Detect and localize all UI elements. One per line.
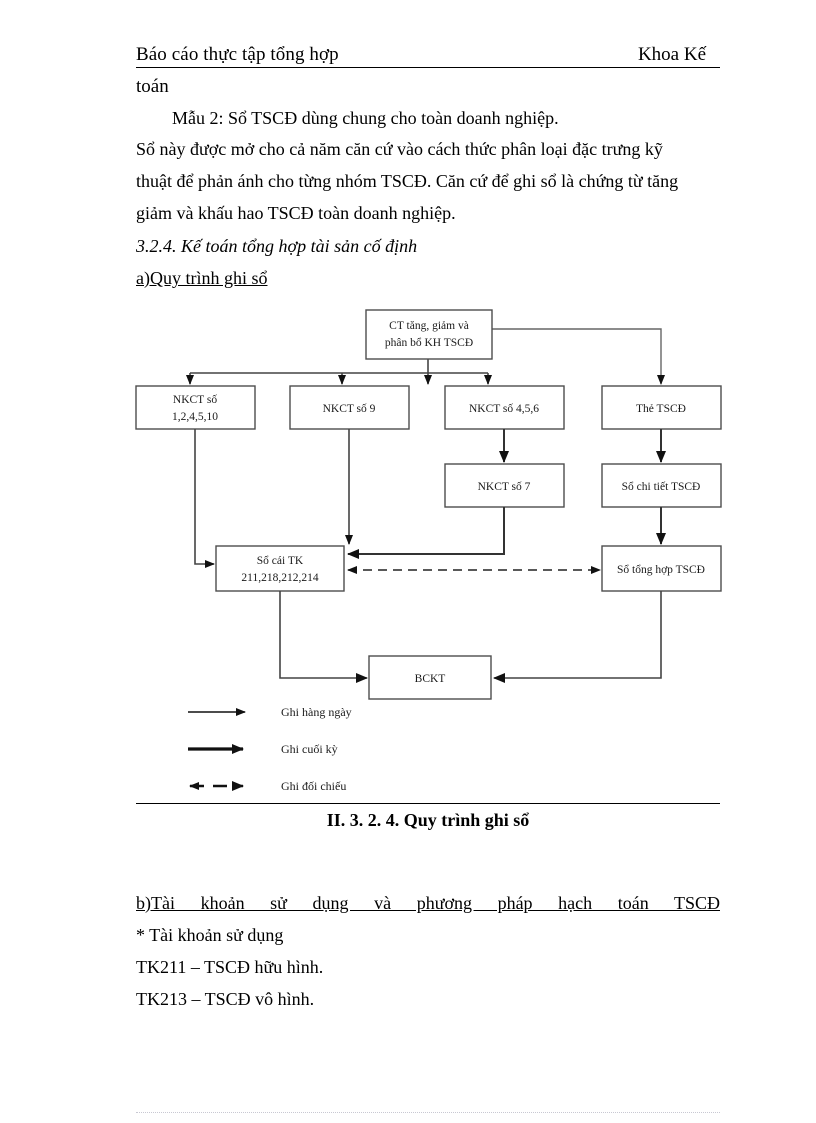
node-so-tong-hop-label: Sổ tổng hợp TSCĐ — [617, 563, 705, 576]
header-title-left: Báo cáo thực tập tổng hợp — [136, 44, 339, 65]
node-so-cai-line2: 211,218,212,214 — [241, 572, 318, 584]
legend-label-0: Ghi hàng ngày — [281, 705, 352, 719]
sub-heading: a)Quy trình ghi sổ — [136, 268, 268, 288]
paragraph-line: giảm và khấu hao TSCĐ toàn doanh nghiệp. — [136, 203, 456, 223]
node-bckt — [368, 655, 492, 700]
node-so-cai-line1: Sổ cái TK — [257, 554, 304, 567]
node-nkct1-line1: NKCT số — [173, 393, 217, 406]
node-bckt-label: BCKT — [415, 673, 446, 685]
paragraph-line: Sổ này được mở cho cả năm căn cứ vào các… — [136, 139, 663, 159]
node-so-chi-tiet-label: Sổ chi tiết TSCĐ — [622, 480, 701, 493]
node-nkct7-label: NKCT số 7 — [478, 480, 531, 493]
edge-nkct1-to-so-cai — [194, 429, 215, 568]
paragraph-line: thuật để phản ánh cho từng nhóm TSCĐ. Că… — [136, 171, 679, 191]
node-nkct9-label: NKCT số 9 — [323, 402, 376, 415]
node-ct-line2: phân bổ KH TSCĐ — [385, 336, 473, 349]
caption-rule — [136, 803, 720, 804]
node-the-tscd-label: Thẻ TSCĐ — [636, 403, 686, 415]
node-so-tong-hop-tscd — [601, 545, 722, 592]
footer-rule — [136, 1112, 720, 1113]
header-title-right: Khoa Kế — [637, 44, 706, 65]
account-tk211: TK211 – TSCĐ hữu hình. — [136, 957, 324, 977]
node-nkct-7 — [444, 463, 565, 508]
flowchart: CT tăng, giảm và phân bổ KH TSCĐ NKCT số… — [130, 296, 730, 806]
node-ct-tang-giam — [365, 309, 493, 360]
flowchart-svg: CT tăng, giảm và phân bổ KH TSCĐ NKCT số… — [135, 309, 722, 793]
node-nkct-1-2-4-5-10 — [135, 385, 256, 430]
legend-label-1: Ghi cuối kỳ — [281, 742, 338, 756]
sample-line: Mẫu 2: Sổ TSCĐ dùng chung cho toàn doanh… — [172, 108, 559, 128]
header-continuation: toán — [136, 76, 169, 97]
edge-nkct7-to-so-cai — [347, 507, 505, 559]
node-so-chi-tiet-tscd — [601, 463, 722, 508]
section-b-heading: b)Tài khoản sử dụng và phương pháp hạch … — [136, 893, 720, 913]
figure-caption: II. 3. 2. 4. Quy trình ghi sổ — [326, 810, 530, 830]
node-nkct456-label: NKCT số 4,5,6 — [469, 402, 539, 415]
section-heading: 3.2.4. Kế toán tổng hợp tài sản cố định — [136, 236, 418, 256]
intro-paragraph: Sổ này được mở cho cả năm căn cứ vào các… — [136, 133, 720, 229]
accounts-used-label: * Tài khoản sử dụng — [136, 925, 284, 945]
edge-so-cai-to-bckt — [279, 591, 368, 683]
node-the-tscd — [601, 385, 722, 430]
edge-so-tong-hop-to-bckt — [493, 591, 662, 683]
node-so-cai-tk — [215, 545, 345, 592]
node-nkct1-line2: 1,2,4,5,10 — [172, 411, 218, 423]
legend-label-2: Ghi đối chiếu — [281, 779, 346, 793]
node-nkct-4-5-6 — [444, 385, 565, 430]
account-tk213: TK213 – TSCĐ vô hình. — [136, 989, 315, 1009]
page-header: Báo cáo thực tập tổng hợp Khoa Kế — [136, 44, 720, 68]
edge-source-to-the-tscd — [492, 328, 665, 385]
node-ct-line1: CT tăng, giảm và — [389, 320, 469, 332]
